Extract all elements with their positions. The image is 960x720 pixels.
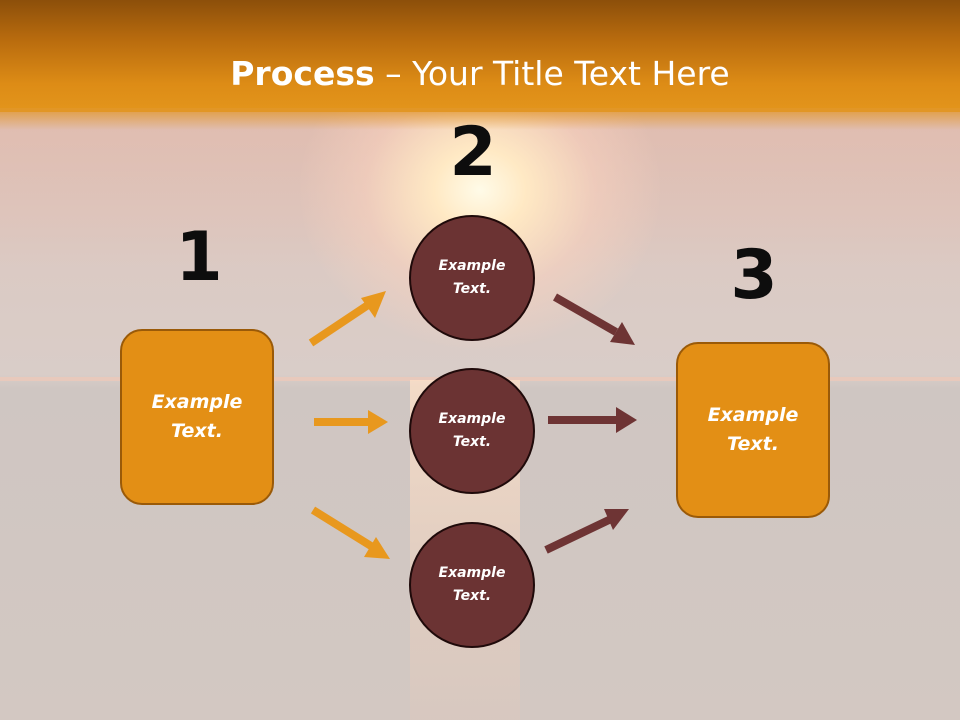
step-number-3[interactable]: 3	[730, 236, 778, 315]
title-bold: Process	[230, 54, 375, 93]
box-text-line2: Text.	[727, 433, 779, 455]
process-box-right[interactable]: Example Text.	[676, 342, 830, 518]
circle-text-line2: Text.	[452, 281, 492, 297]
process-circle-bottom[interactable]: Example Text.	[409, 522, 535, 648]
title-rest: – Your Title Text Here	[374, 54, 730, 93]
arrow-bottom-to-right[interactable]	[544, 509, 629, 554]
process-circle-middle[interactable]: Example Text.	[409, 368, 535, 494]
circle-text-line1: Example	[438, 258, 506, 274]
step-number-2[interactable]: 2	[449, 113, 497, 192]
title-bar-fade	[0, 108, 960, 130]
arrow-middle-to-right[interactable]	[548, 407, 637, 433]
process-box-left[interactable]: Example Text.	[120, 329, 274, 505]
step-number-1[interactable]: 1	[175, 218, 223, 297]
arrow-top-to-right[interactable]	[553, 293, 635, 345]
circle-text-line2: Text.	[452, 434, 492, 450]
circle-text-line2: Text.	[452, 588, 492, 604]
circle-text-line1: Example	[438, 411, 506, 427]
process-circle-top[interactable]: Example Text.	[409, 215, 535, 341]
arrow-left-to-top[interactable]	[308, 291, 386, 347]
title-bar	[0, 0, 960, 112]
box-text-line1: Example	[151, 391, 243, 413]
arrow-left-to-bottom[interactable]	[310, 506, 390, 559]
box-text-line2: Text.	[171, 420, 223, 442]
arrow-left-to-middle[interactable]	[314, 410, 388, 434]
slide-title[interactable]: Process – Your Title Text Here	[0, 52, 960, 96]
box-text-line1: Example	[707, 404, 799, 426]
circle-text-line1: Example	[438, 565, 506, 581]
